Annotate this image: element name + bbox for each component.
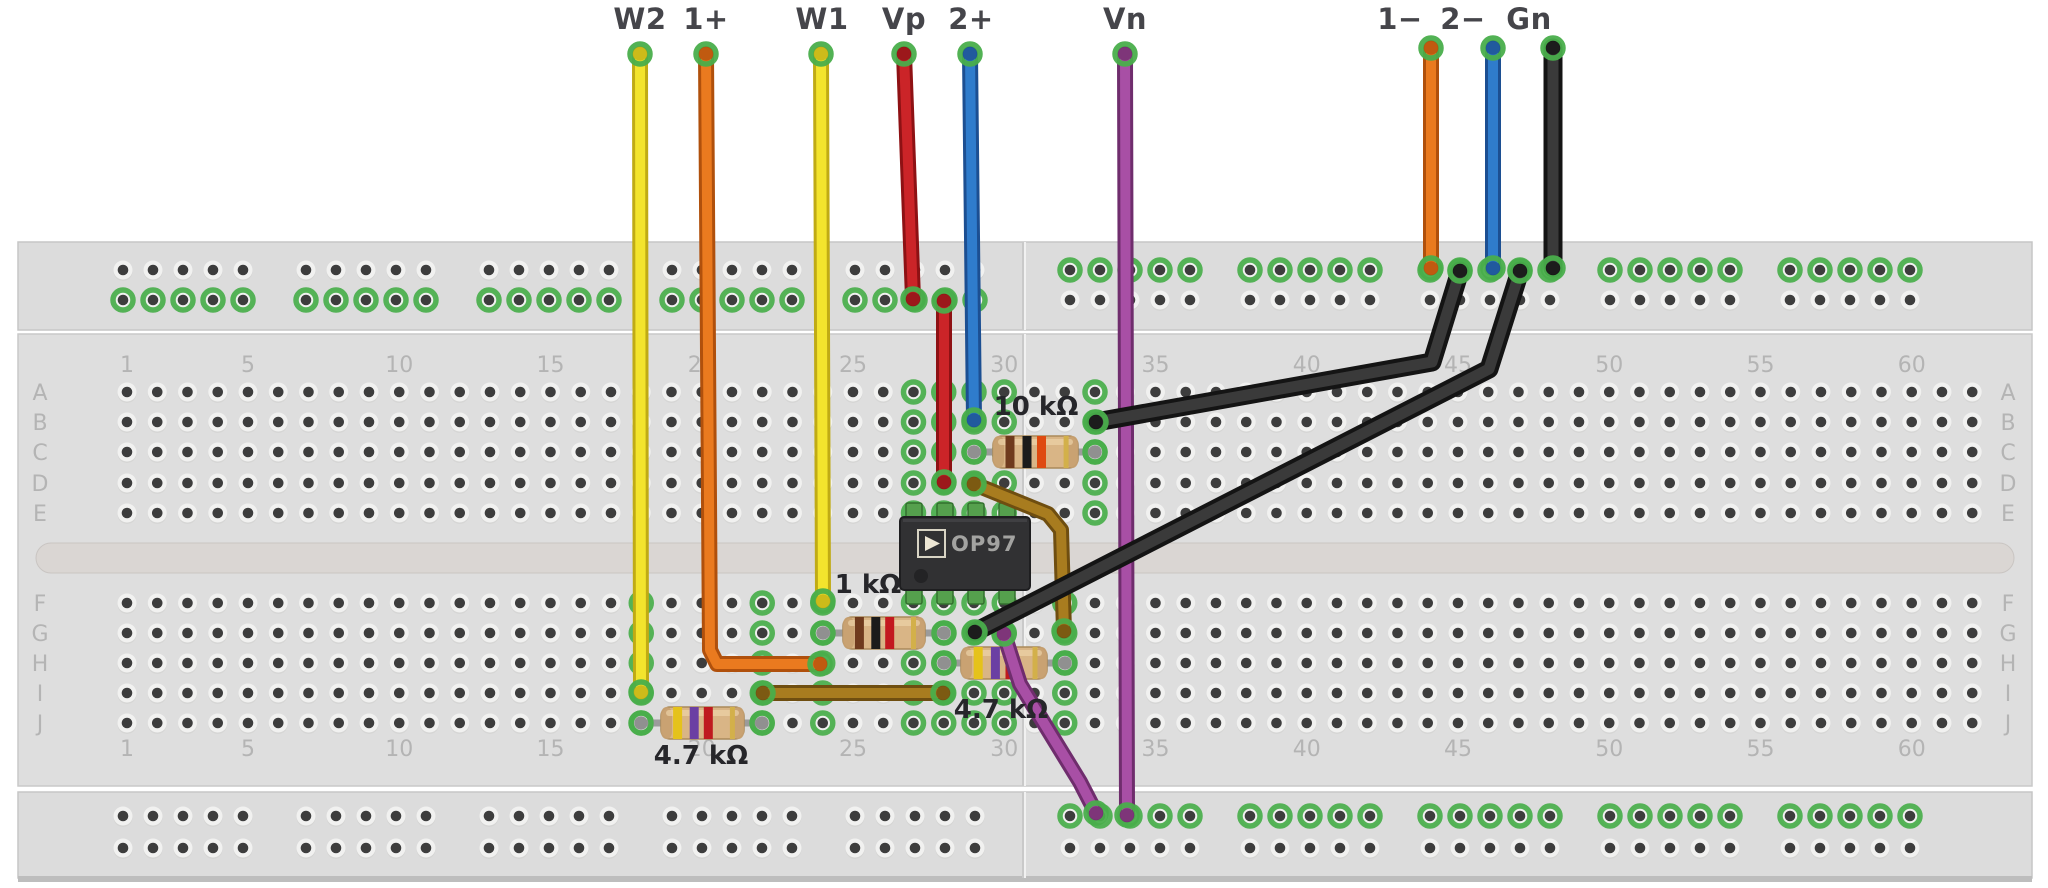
pin-label-gn: Gn	[1506, 2, 1552, 36]
svg-text:60: 60	[1898, 737, 1926, 762]
svg-text:55: 55	[1747, 737, 1775, 762]
svg-text:G: G	[1999, 622, 2016, 647]
svg-text:I: I	[37, 682, 44, 707]
svg-text:10: 10	[385, 353, 413, 378]
svg-text:D: D	[32, 472, 49, 497]
wire-w1	[808, 41, 836, 614]
svg-text:A: A	[32, 381, 47, 406]
wire-1minus	[1418, 35, 1444, 281]
svg-text:60: 60	[1898, 353, 1926, 378]
svg-text:35: 35	[1142, 737, 1170, 762]
svg-text:5: 5	[241, 353, 255, 378]
svg-text:1: 1	[120, 737, 134, 762]
wire-gn	[1540, 35, 1566, 281]
svg-text:25: 25	[839, 737, 867, 762]
pin-label-2minus: 2−	[1440, 2, 1486, 36]
svg-text:E: E	[2001, 502, 2015, 527]
svg-text:J: J	[35, 712, 44, 737]
wire-vn-branch	[991, 621, 1109, 826]
svg-text:45: 45	[1444, 737, 1472, 762]
wire-w2	[627, 41, 654, 705]
chip-label: OP97	[951, 532, 1017, 556]
wire-link-brown	[750, 680, 956, 706]
resistor-label-10k: 10 kΩ	[993, 392, 1079, 422]
pin-label-1minus: 1−	[1377, 2, 1423, 36]
svg-text:I: I	[2005, 682, 2012, 707]
svg-text:15: 15	[537, 737, 565, 762]
svg-text:1: 1	[120, 353, 134, 378]
svg-text:B: B	[32, 411, 47, 436]
resistor-label-4k7-right: 4.7 kΩ	[953, 695, 1049, 725]
wire-gnd-a	[1083, 258, 1473, 435]
wire-vn	[1112, 41, 1140, 828]
svg-text:F: F	[34, 592, 47, 617]
svg-text:30: 30	[990, 737, 1018, 762]
svg-text:C: C	[2000, 441, 2015, 466]
svg-text:35: 35	[1142, 353, 1170, 378]
chip-logo	[917, 529, 946, 558]
resistor-10k	[961, 435, 1108, 469]
pin-label-vn: Vn	[1102, 2, 1148, 36]
resistor-1k	[810, 616, 957, 650]
pin-label-1plus: 1+	[683, 2, 729, 36]
pin-label-2plus: 2+	[948, 2, 994, 36]
svg-text:25: 25	[839, 353, 867, 378]
svg-text:J: J	[2003, 712, 2012, 737]
svg-text:D: D	[2000, 472, 2017, 497]
wire-vp-rail	[931, 288, 957, 495]
svg-text:5: 5	[241, 737, 255, 762]
wire-1plus	[693, 41, 833, 677]
wire-2plus	[957, 41, 987, 433]
svg-text:40: 40	[1293, 737, 1321, 762]
svg-text:E: E	[33, 502, 47, 527]
pin-label-w1: W1	[795, 2, 849, 36]
svg-text:30: 30	[990, 353, 1018, 378]
pin-label-w2: W2	[613, 2, 667, 36]
svg-text:20: 20	[688, 737, 716, 762]
svg-text:G: G	[31, 622, 48, 647]
opamp-chip: OP97	[899, 502, 1031, 605]
wire-gnd-b	[962, 258, 1533, 645]
svg-text:10: 10	[385, 737, 413, 762]
pin-label-vp: Vp	[881, 2, 927, 36]
svg-text:50: 50	[1595, 353, 1623, 378]
svg-text:F: F	[2002, 592, 2015, 617]
resistor-label-1k: 1 kΩ	[834, 570, 902, 600]
svg-text:15: 15	[537, 353, 565, 378]
svg-text:B: B	[2000, 411, 2015, 436]
svg-text:H: H	[2000, 652, 2017, 677]
svg-text:50: 50	[1595, 737, 1623, 762]
svg-text:H: H	[32, 652, 49, 677]
wire-2minus	[1480, 35, 1506, 281]
svg-text:A: A	[2000, 381, 2015, 406]
svg-text:C: C	[32, 441, 47, 466]
resistor-4k7-left	[628, 706, 775, 740]
resistor-label-4k7-left: 4.7 kΩ	[653, 741, 749, 771]
wire-vp	[891, 41, 926, 312]
pin1-dimple	[914, 569, 928, 583]
svg-text:55: 55	[1747, 353, 1775, 378]
